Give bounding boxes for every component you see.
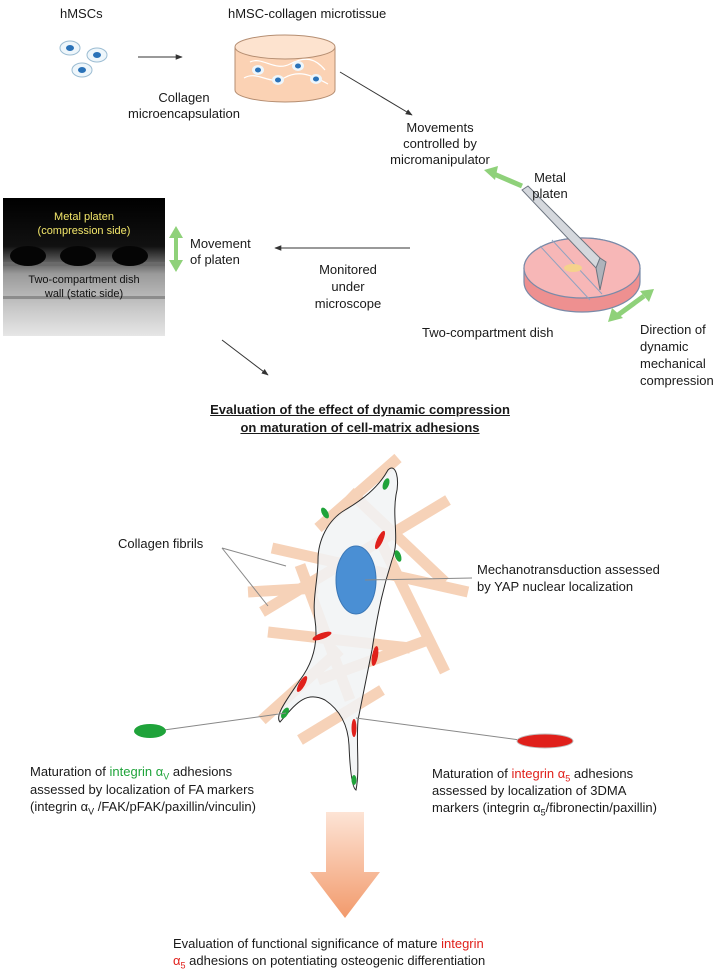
a5-line-2: assessed by localization of 3DMA (432, 783, 627, 798)
arrow-to-evaluation (221, 339, 269, 376)
av-line-3a-sub: V (88, 806, 95, 817)
a5-line-1a: Maturation of (432, 766, 512, 781)
label-movements-2: controlled by (403, 136, 477, 151)
label-movement-platen-1: Movement (190, 236, 251, 251)
av-line-1b-sub: V (163, 771, 170, 782)
final-line-2b: adhesions on potentiating osteogenic dif… (185, 953, 486, 968)
a5-line-1c: adhesions (570, 766, 634, 781)
metal-platen (521, 185, 607, 291)
hmsc-cells (59, 40, 108, 78)
av-line-1: Maturation of integrin αV adhesions (30, 764, 232, 785)
micro-label-platen-1: Metal platen (54, 211, 114, 223)
a5-line-1: Maturation of integrin α5 adhesions (432, 766, 633, 787)
micro-label-dish-1: Two-compartment dish (28, 274, 140, 286)
av-line-3b: /FAK/pFAK/paxillin/vinculin) (94, 799, 256, 814)
final-line-2: α5 adhesions on potentiating osteogenic … (173, 953, 485, 974)
label-collagen-fibrils: Collagen fibrils (118, 536, 204, 551)
big-down-arrow (310, 812, 380, 918)
leader-lines (163, 547, 521, 741)
label-mechano-1: Mechanotransduction assessed (477, 562, 660, 577)
cell-body (278, 467, 399, 791)
evaluation-title-1: Evaluation of the effect of dynamic comp… (210, 402, 510, 417)
a5-line-3b: /fibronectin/paxillin) (545, 800, 657, 815)
adhesions-red (296, 530, 386, 737)
evaluation-title-2: on maturation of cell-matrix adhesions (240, 420, 480, 435)
av-line-3a: (integrin α (30, 799, 89, 814)
label-direction-4: compression (640, 373, 714, 388)
label-microtissue: hMSC-collagen microtissue (228, 6, 387, 21)
av-line-1a: Maturation of (30, 764, 110, 779)
two-compartment-dish (523, 237, 641, 313)
label-collagen-2: microencapsulation (127, 106, 240, 121)
microtissue-cylinder (234, 34, 336, 103)
integrin-av-marker (134, 724, 166, 738)
label-movements-3: micromanipulator (390, 152, 490, 167)
label-mechano-2: by YAP nuclear localization (477, 579, 634, 594)
av-line-3: (integrin αV /FAK/pFAK/paxillin/vinculin… (30, 799, 256, 820)
final-line-2a-sub: 5 (180, 960, 186, 971)
label-monitored-3: microscope (314, 296, 382, 311)
label-monitored-1: Monitored (319, 262, 377, 277)
label-movements-1: Movements (406, 120, 474, 135)
arrow-to-micromanipulator (339, 71, 413, 116)
av-line-1c: adhesions (169, 764, 233, 779)
platen-movement-arrow (169, 226, 183, 272)
label-direction-2: dynamic (640, 339, 689, 354)
label-monitored-2: under (331, 279, 365, 294)
av-line-1b: integrin α (109, 764, 164, 779)
final-line-1b: integrin (441, 936, 484, 951)
label-metal-2: platen (532, 186, 568, 201)
label-collagen-1: Collagen (158, 90, 210, 105)
label-direction-1: Direction of (640, 322, 706, 337)
label-movement-platen-2: of platen (190, 252, 240, 267)
integrin-a5-marker (516, 733, 574, 749)
av-line-2: assessed by localization of FA markers (30, 782, 254, 797)
a5-line-3a: markers (integrin α (432, 800, 541, 815)
label-dish: Two-compartment dish (422, 325, 554, 340)
label-hmscs: hMSCs (60, 6, 103, 21)
label-metal-1: Metal (534, 170, 566, 185)
micro-label-platen-2: (compression side) (37, 225, 131, 237)
final-line-2a: α (173, 953, 181, 968)
microscope-image (3, 198, 165, 336)
final-line-1: Evaluation of functional significance of… (173, 936, 484, 952)
a5-line-1b-sub: 5 (565, 773, 571, 784)
platen-direction-arrow (484, 166, 523, 189)
a5-line-3: markers (integrin α5/fibronectin/paxilli… (432, 800, 657, 821)
compression-direction-arrow (608, 289, 654, 322)
micro-label-dish-2: wall (static side) (44, 288, 124, 300)
a5-line-1b: integrin α (511, 766, 566, 781)
a5-line-3a-sub: 5 (540, 807, 546, 818)
final-line-1a: Evaluation of functional significance of… (173, 936, 442, 951)
label-direction-3: mechanical (640, 356, 706, 371)
